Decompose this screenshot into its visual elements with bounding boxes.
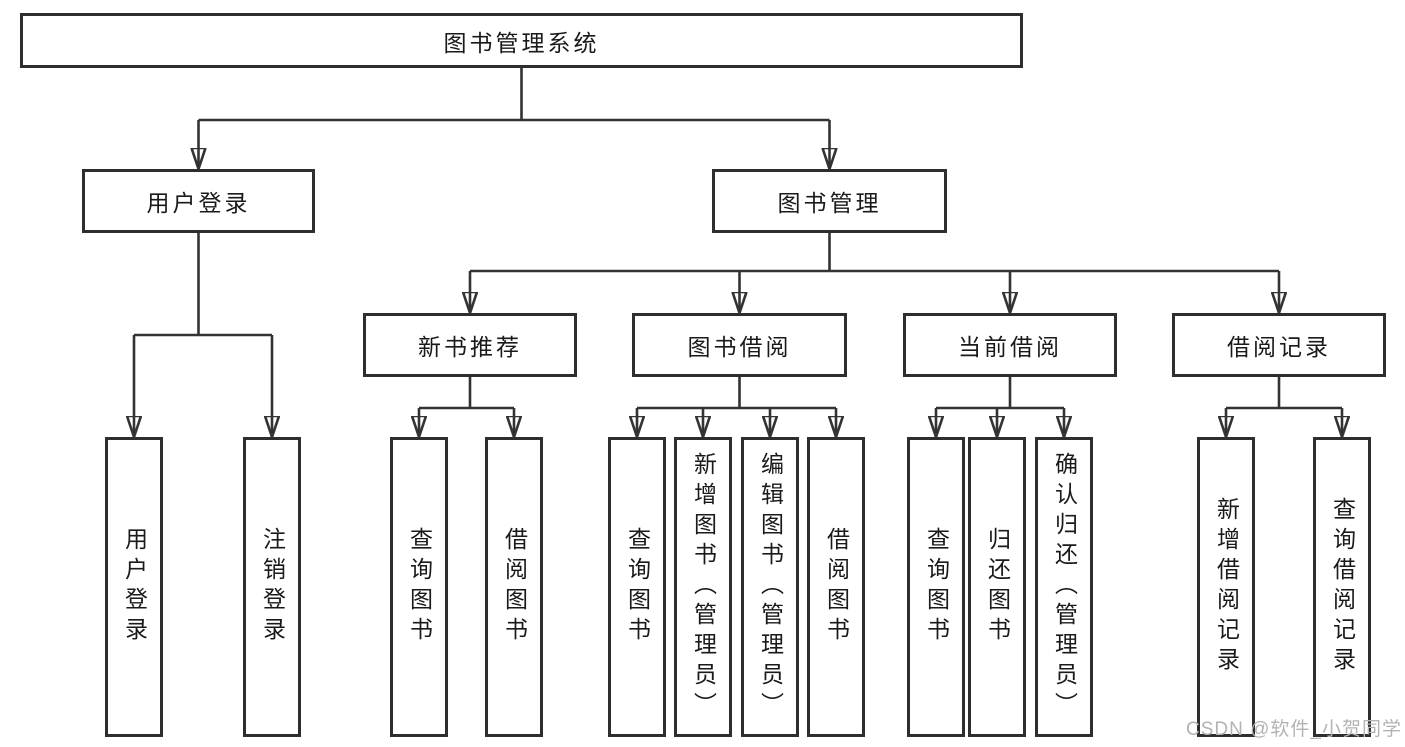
leaf-borrow-book-2: 借阅图书 [807, 437, 865, 737]
leaf-add-book-admin: 新增图书（管理员） [674, 437, 732, 737]
node-root-label: 图书管理系统 [443, 29, 600, 56]
node-current-borrow: 当前借阅 [903, 313, 1117, 377]
node-book-management-label: 图书管理 [777, 190, 882, 216]
leaf-return-book: 归还图书 [968, 437, 1026, 737]
node-borrow-record-label: 借阅记录 [1227, 334, 1331, 360]
leaf-add-borrow-record: 新增借阅记录 [1197, 437, 1255, 737]
node-book-management: 图书管理 [712, 169, 947, 233]
node-borrow-record: 借阅记录 [1172, 313, 1386, 377]
leaf-user-login-label: 用户登录 [121, 527, 148, 647]
leaf-edit-book-admin-label: 编辑图书（管理员） [757, 452, 784, 722]
leaf-confirm-return-admin-label: 确认归还（管理员） [1051, 452, 1078, 722]
leaf-user-login: 用户登录 [105, 437, 163, 737]
leaf-query-book-3: 查询图书 [907, 437, 965, 737]
leaf-query-borrow-record-label: 查询借阅记录 [1329, 497, 1356, 677]
leaf-borrow-book-2-label: 借阅图书 [823, 527, 850, 647]
node-user-login: 用户登录 [82, 169, 315, 233]
csdn-watermark: CSDN @软件_小贺同学 [1186, 719, 1402, 740]
leaf-query-book-2: 查询图书 [608, 437, 666, 737]
leaf-borrow-book-1: 借阅图书 [485, 437, 543, 737]
node-user-login-label: 用户登录 [146, 190, 251, 216]
leaf-query-book-3-label: 查询图书 [923, 527, 950, 647]
node-book-borrow-label: 图书借阅 [687, 334, 792, 360]
leaf-logout: 注销登录 [243, 437, 301, 737]
node-new-book-recommend: 新书推荐 [363, 313, 577, 377]
leaf-query-book-1-label: 查询图书 [406, 527, 433, 647]
leaf-borrow-book-1-label: 借阅图书 [501, 527, 528, 647]
node-new-book-recommend-label: 新书推荐 [418, 334, 522, 360]
leaf-query-borrow-record: 查询借阅记录 [1313, 437, 1371, 737]
leaf-logout-label: 注销登录 [259, 527, 286, 647]
leaf-add-book-admin-label: 新增图书（管理员） [690, 452, 717, 722]
leaf-add-borrow-record-label: 新增借阅记录 [1213, 497, 1240, 677]
node-current-borrow-label: 当前借阅 [958, 334, 1062, 360]
leaf-confirm-return-admin: 确认归还（管理员） [1035, 437, 1093, 737]
leaf-query-book-2-label: 查询图书 [624, 527, 651, 647]
node-book-borrow: 图书借阅 [632, 313, 847, 377]
leaf-edit-book-admin: 编辑图书（管理员） [741, 437, 799, 737]
node-root-system: 图书管理系统 [20, 13, 1023, 68]
leaf-query-book-1: 查询图书 [390, 437, 448, 737]
leaf-return-book-label: 归还图书 [984, 527, 1011, 647]
